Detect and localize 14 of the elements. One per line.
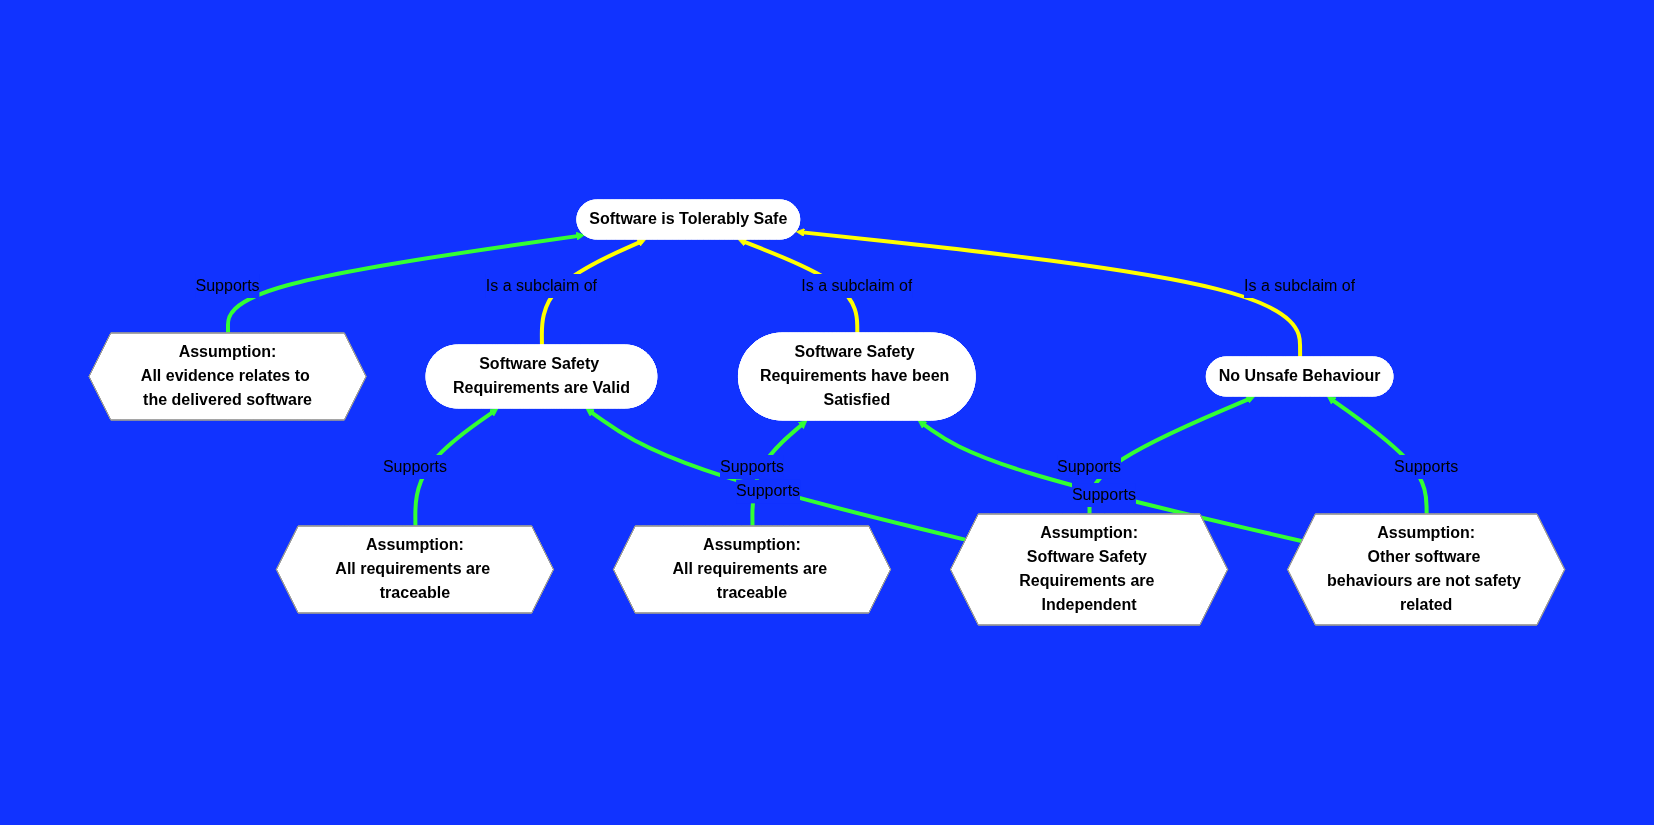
arrow: [796, 228, 1303, 358]
edge-label: Supports: [1394, 457, 1459, 475]
edge-label: Supports: [1057, 457, 1122, 475]
arrow: [917, 420, 1304, 544]
edge-label: Supports: [195, 277, 260, 294]
arrow: [226, 231, 586, 334]
edge-label: Supports: [736, 482, 801, 500]
edge-label: Is a subclaim of: [1244, 277, 1356, 294]
edge-label: Supports: [720, 457, 785, 475]
edge-label: Supports: [383, 457, 448, 475]
arrow: [585, 408, 967, 542]
edge-label: Supports: [1072, 486, 1137, 504]
edge-label: Is a subclaim of: [801, 277, 913, 294]
edge-label: Is a subclaim of: [486, 277, 598, 294]
